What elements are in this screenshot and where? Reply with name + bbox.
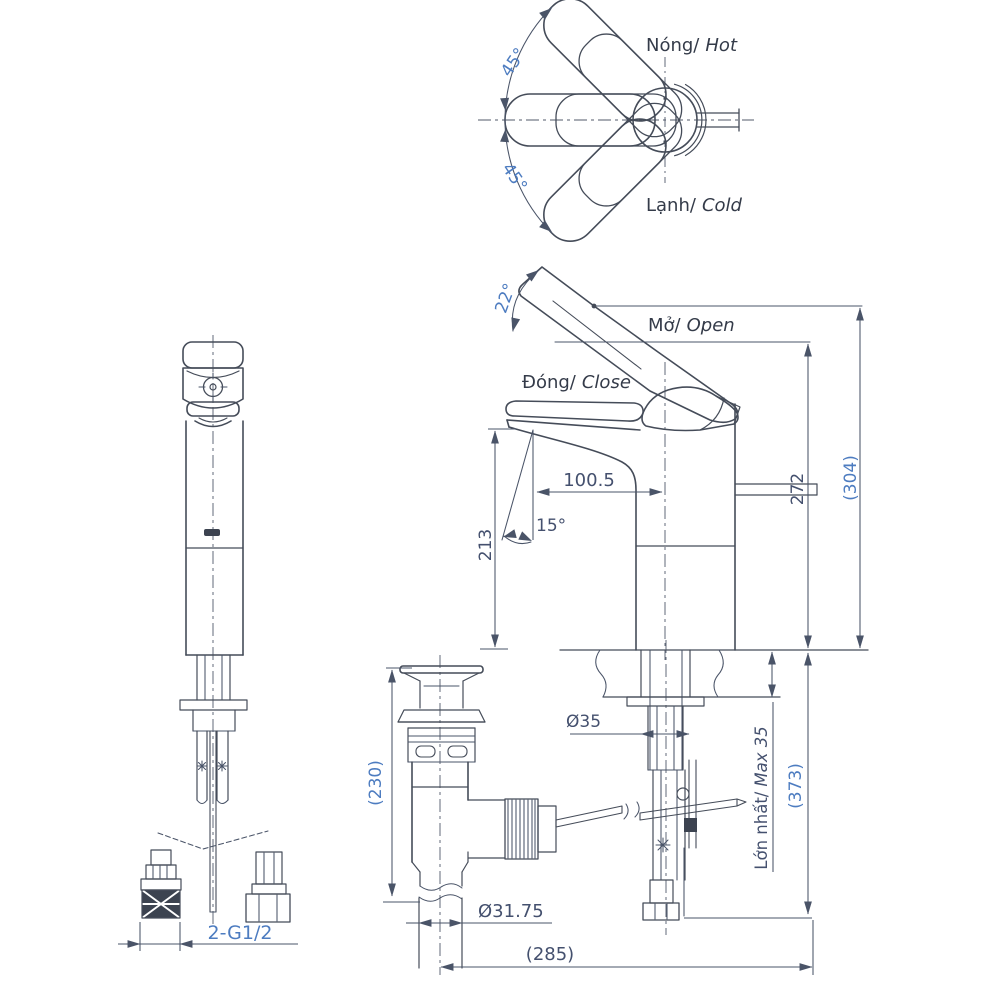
counter-section bbox=[559, 649, 869, 698]
dim-height-closed: 272 bbox=[788, 473, 808, 505]
label-close: Đóng/Close bbox=[522, 372, 631, 393]
dim-spout-height: 213 bbox=[476, 529, 496, 561]
water-stream-line bbox=[501, 429, 534, 541]
dim-swing-angle-upper: 45° bbox=[497, 44, 530, 80]
thread-dimension: 2-G1/2 bbox=[118, 922, 298, 951]
drain-height-dimension: (230) bbox=[366, 667, 420, 903]
shank-dia-dimension: Ø35 bbox=[566, 712, 690, 738]
lift-rod-assembly bbox=[555, 759, 747, 917]
spout-height-dimension: 213 bbox=[476, 428, 516, 650]
lever-closed-position bbox=[505, 400, 644, 422]
below-counter-dimension: (373) bbox=[684, 652, 812, 919]
hose-marker-asterisk bbox=[655, 837, 671, 853]
lever-open-position bbox=[518, 266, 739, 424]
label-hot: Nóng/Hot bbox=[646, 35, 738, 56]
pipe-dia-dimension: Ø31.75 bbox=[406, 901, 552, 927]
drain-body bbox=[411, 761, 557, 969]
dim-span: (285) bbox=[526, 944, 574, 965]
faucet-body-front bbox=[185, 420, 244, 656]
leader-to-connectors bbox=[157, 830, 269, 850]
counter-thickness-dimension: Lớn nhất/Max 35 bbox=[752, 651, 776, 872]
spout-reach-dimension: 100.5 bbox=[536, 470, 663, 496]
spout-stub-top bbox=[696, 108, 740, 132]
dim-shank-dia: Ø35 bbox=[566, 712, 601, 732]
lock-nut bbox=[642, 902, 680, 921]
front-view-faucet: 2-G1/2 bbox=[118, 335, 298, 951]
dim-swing-angle-lower: 45° bbox=[497, 159, 530, 195]
dim-thread-size: 2-G1/2 bbox=[208, 922, 273, 944]
brand-mark bbox=[204, 529, 220, 536]
lever-pivot-dome bbox=[641, 386, 739, 432]
dim-pipe-dia: Ø31.75 bbox=[478, 901, 544, 922]
dim-spout-reach: 100.5 bbox=[563, 470, 615, 491]
supply-shank-front bbox=[179, 654, 248, 913]
popup-plug bbox=[397, 665, 486, 729]
dim-max-counter: Lớn nhất/Max 35 bbox=[752, 726, 771, 869]
right-supply-connector bbox=[245, 851, 291, 923]
rod-clamp bbox=[684, 818, 697, 832]
dim-stream-angle: 15° bbox=[536, 516, 566, 536]
swing-arc bbox=[504, 6, 553, 234]
dim-drain-height: (230) bbox=[366, 760, 386, 806]
top-view-handle-swing: 45° 45° Nóng/Hot Lạnh/Cold bbox=[478, 0, 754, 253]
faucet-body-side bbox=[506, 403, 818, 651]
span-dimension: (285) bbox=[440, 920, 814, 975]
pull-rod bbox=[555, 805, 623, 828]
drain-flange-rings bbox=[407, 727, 476, 763]
height-dimensions: 272 (304) bbox=[788, 307, 864, 649]
label-cold: Lạnh/Cold bbox=[646, 195, 743, 216]
drain-assembly: (230) Ø31.75 (285) bbox=[366, 655, 814, 975]
dim-height-open: (304) bbox=[841, 455, 861, 501]
hose-marker-asterisks bbox=[196, 760, 228, 772]
label-open: Mở/Open bbox=[648, 315, 735, 336]
knurled-nut bbox=[504, 798, 539, 860]
mounting-shank bbox=[626, 640, 705, 935]
left-supply-connector bbox=[140, 849, 182, 919]
dim-below-counter: (373) bbox=[786, 763, 806, 809]
dim-open-angle: 22° bbox=[491, 281, 520, 316]
handle-pivot-circle bbox=[632, 87, 698, 153]
